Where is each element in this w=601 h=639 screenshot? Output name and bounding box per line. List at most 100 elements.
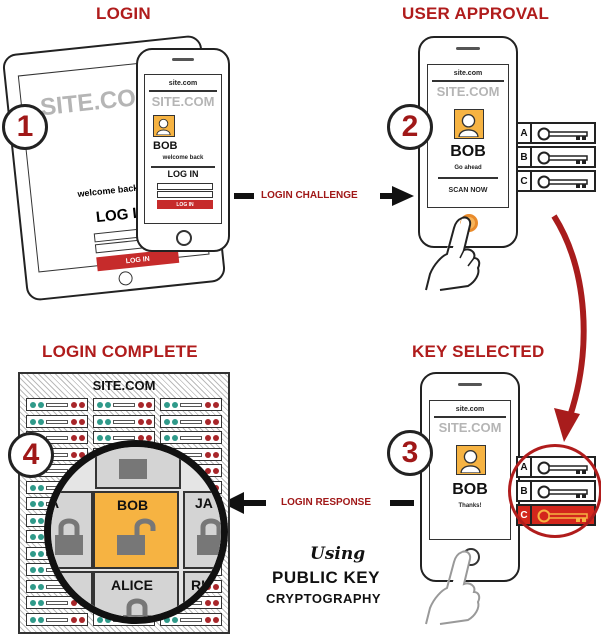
status-light [205, 402, 211, 408]
status-light [164, 402, 170, 408]
status-light [30, 402, 36, 408]
drive-slot [180, 403, 202, 407]
hand-touch-icon [425, 216, 481, 291]
padlock-icon [123, 598, 151, 617]
phone-login-welcome: welcome back [162, 155, 204, 161]
key-c: C [516, 170, 596, 192]
lens-tile-bottom-left [51, 571, 93, 617]
status-light [71, 616, 77, 623]
phone-approval-avatar [454, 109, 484, 139]
lens-tile-alice [93, 571, 179, 617]
tablet-login-button-label: LOG IN [125, 255, 151, 265]
status-light [71, 418, 77, 425]
key-b: B [516, 146, 596, 168]
key-icon [537, 175, 588, 189]
tile-label-a: A [49, 495, 60, 511]
status-light [105, 435, 111, 441]
status-light [79, 616, 85, 623]
status-light [138, 402, 144, 408]
padlock-icon [119, 459, 147, 479]
status-light [172, 418, 178, 425]
server-unit [160, 398, 222, 411]
status-light [164, 418, 170, 425]
server-unit [93, 398, 155, 411]
status-light [71, 435, 77, 441]
status-light [213, 468, 219, 474]
lens-tile-bottom-right [183, 571, 221, 617]
phone-selected: site.com SITE.COM BOB Thanks! [420, 372, 520, 582]
heading-login: LOGIN [96, 4, 151, 23]
phone-login-screen: site.com SITE.COM BOB welcome back LOG I… [144, 74, 222, 224]
status-light [205, 468, 211, 474]
status-light [105, 418, 111, 425]
drive-slot [46, 617, 68, 622]
status-light [79, 402, 85, 408]
status-light [138, 435, 144, 441]
status-light [164, 435, 170, 441]
status-light [172, 616, 178, 623]
phone-speaker [172, 58, 194, 61]
login-challenge-arrow [234, 186, 414, 206]
status-light [213, 402, 219, 408]
status-light [205, 616, 211, 623]
status-light [172, 435, 178, 441]
tile-label-ri: RI [191, 577, 205, 593]
status-light [205, 435, 211, 441]
login-response-label: LOGIN RESPONSE [278, 497, 375, 508]
server-unit [26, 398, 88, 411]
server-unit [26, 414, 88, 428]
status-light [146, 435, 152, 441]
phone-selected-screen: site.com SITE.COM BOB Thanks! [429, 400, 511, 540]
status-light [38, 484, 44, 491]
magnifier-lens: A BOB JA Y ALICE RI [44, 440, 228, 624]
phone-selected-user: BOB [452, 481, 488, 498]
server-unit [93, 414, 155, 428]
key-icon [537, 127, 588, 141]
caption-line-2: CRYPTOGRAPHY [266, 591, 382, 606]
drive-slot [180, 436, 202, 440]
status-light [30, 567, 36, 573]
user-avatar-icon [460, 450, 481, 474]
drive-slot [113, 403, 135, 407]
phone-login-avatar [153, 115, 175, 137]
server-panel-title: SITE.COM [92, 378, 156, 393]
login-challenge-label: LOGIN CHALLENGE [258, 190, 361, 201]
status-light [38, 418, 44, 425]
phone-selected-url: site.com [455, 406, 485, 413]
phone-approval-action: SCAN NOW [448, 187, 488, 194]
phone-login-button-label: LOG IN [176, 201, 194, 208]
status-light [38, 550, 44, 557]
caption-line-1: PUBLIC KEY [272, 568, 380, 587]
status-light [164, 616, 170, 623]
phone-login-divider [151, 166, 215, 168]
heading-key-selected: KEY SELECTED [412, 342, 545, 361]
phone-login-field-2 [157, 191, 213, 198]
status-light [146, 418, 152, 425]
status-light [97, 435, 103, 441]
heading-user-approval: USER APPROVAL [402, 4, 550, 23]
status-light [38, 583, 44, 590]
status-light [30, 418, 36, 425]
status-light [146, 402, 152, 408]
phone-approval-message: Go ahead [454, 165, 482, 171]
status-light [38, 600, 44, 606]
status-light [213, 435, 219, 441]
phone-login-heading: LOG IN [167, 169, 199, 179]
phone-approval-site-name: SITE.COM [436, 84, 500, 99]
phone-approval-speaker [456, 47, 480, 50]
user-avatar-icon [156, 118, 171, 136]
drive-slot [46, 436, 68, 440]
phone-login-url: site.com [168, 80, 198, 87]
phone-selected-url-rule [434, 416, 506, 418]
status-light [30, 616, 36, 623]
tile-label-y: Y [57, 577, 67, 593]
phone-login: site.com SITE.COM BOB welcome back LOG I… [136, 48, 230, 252]
status-light [79, 435, 85, 441]
step-2-badge: 2 [387, 104, 433, 150]
key-b-letter: B [518, 148, 532, 166]
status-light [97, 616, 103, 623]
status-light [30, 583, 36, 590]
tablet-login-button: LOG IN [96, 248, 180, 272]
tablet-home-button [117, 270, 134, 287]
user-avatar-icon [458, 114, 479, 138]
